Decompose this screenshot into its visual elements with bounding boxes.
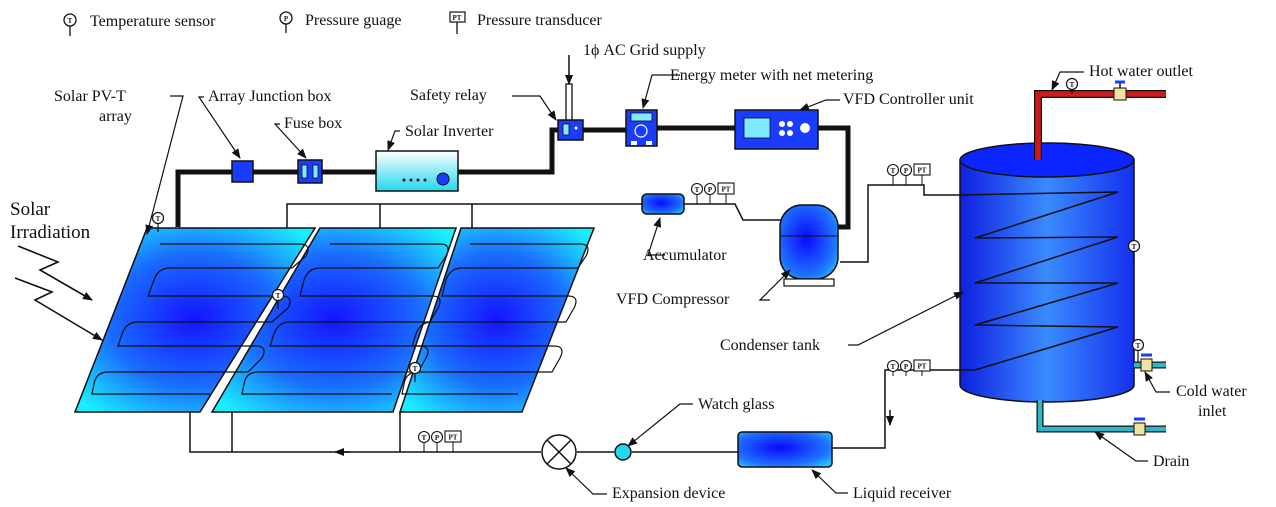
- cold-water-pipe: [1134, 353, 1166, 372]
- svg-text:P: P: [904, 167, 909, 175]
- expansion-device: [541, 434, 577, 470]
- label-cold-water-line2: inlet: [1198, 403, 1227, 420]
- accumulator: [641, 193, 685, 215]
- panel-temperature-sensor-icon: T: [408, 361, 422, 382]
- label-solar-irradiation-line1: Solar: [10, 199, 51, 220]
- solar-pvt-array: T T T: [73, 211, 596, 413]
- svg-text:T: T: [276, 292, 281, 300]
- energy-meter: [625, 109, 658, 147]
- pressure-gauge-icon: P: [279, 11, 293, 33]
- svg-text:T: T: [1132, 243, 1137, 251]
- label-safety-relay: Safety relay: [410, 87, 487, 104]
- liquid-receiver: [737, 431, 833, 468]
- label-vfd-compressor: VFD Compressor: [616, 291, 730, 308]
- svg-text:T: T: [1136, 342, 1141, 350]
- label-expansion-device: Expansion device: [612, 485, 725, 502]
- label-solar-pvt-line1: Solar PV-T: [54, 88, 126, 105]
- label-cold-water-line1: Cold water: [1176, 383, 1247, 400]
- solar-inverter: [375, 150, 459, 192]
- svg-text:T: T: [422, 434, 427, 442]
- electrical-wiring: [175, 125, 851, 230]
- condenser-coil: [959, 191, 1119, 371]
- tank-temperature-sensor-icon: T: [1127, 239, 1141, 262]
- legend: T Temperature sensor P Pressure guage PT…: [63, 11, 603, 36]
- label-hot-water-outlet: Hot water outlet: [1089, 63, 1194, 80]
- svg-text:T: T: [413, 365, 418, 373]
- svg-text:T: T: [891, 167, 896, 175]
- array-junction-box: [231, 160, 254, 183]
- legend-transducer-label: Pressure transducer: [477, 12, 603, 29]
- vfd-compressor: [779, 204, 839, 287]
- label-watch-glass: Watch glass: [698, 396, 774, 413]
- panel-temperature-sensor-icon: T: [151, 211, 165, 232]
- label-fuse-box: Fuse box: [284, 115, 342, 132]
- fuse-box: [297, 159, 323, 184]
- sensor-cluster-evaporator-inlet: T P PT: [417, 430, 462, 452]
- legend-temperature-symbol: T: [68, 17, 73, 25]
- legend-temperature-label: Temperature sensor: [90, 13, 216, 30]
- label-vfd-controller: VFD Controller unit: [843, 91, 974, 108]
- cold-water-temperature-sensor-icon: T: [1131, 338, 1145, 362]
- hot-water-temperature-sensor-icon: T: [1065, 77, 1079, 94]
- label-drain: Drain: [1153, 453, 1189, 470]
- svg-text:PT: PT: [918, 363, 927, 371]
- label-ac-grid-supply: 1ϕ AC Grid supply: [583, 42, 706, 59]
- solar-irradiation-arrows: [14, 245, 103, 341]
- svg-text:T: T: [695, 186, 700, 194]
- svg-text:PT: PT: [918, 167, 927, 175]
- hot-water-pipe: [1034, 80, 1166, 160]
- grid-supply-line: [565, 55, 573, 125]
- temperature-sensor-icon: T: [63, 13, 77, 36]
- svg-text:P: P: [904, 363, 909, 371]
- label-condenser-tank: Condenser tank: [720, 337, 820, 354]
- svg-text:PT: PT: [722, 186, 731, 194]
- safety-relay: [557, 119, 584, 141]
- watch-glass: [614, 443, 632, 461]
- svg-text:P: P: [708, 186, 713, 194]
- svg-text:T: T: [891, 363, 896, 371]
- legend-transducer-symbol: PT: [453, 14, 462, 22]
- leader-lines: [145, 71, 1170, 495]
- label-accumulator: Accumulator: [643, 247, 727, 264]
- label-energy-meter: Energy meter with net metering: [670, 67, 873, 84]
- sensor-cluster-discharge: T P PT: [886, 163, 931, 185]
- pressure-transducer-icon: PT: [449, 11, 466, 34]
- legend-pressure-label: Pressure guage: [305, 12, 401, 29]
- label-liquid-receiver: Liquid receiver: [853, 485, 952, 502]
- label-solar-pvt-line2: array: [99, 108, 132, 125]
- vfd-controller-unit: [734, 109, 819, 150]
- label-solar-irradiation-line2: Irradiation: [10, 222, 91, 243]
- svg-text:PT: PT: [449, 434, 458, 442]
- svg-text:T: T: [156, 215, 161, 223]
- legend-pressure-symbol: P: [284, 15, 289, 23]
- condenser-tank: [959, 142, 1135, 403]
- label-array-junction-box: Array Junction box: [208, 88, 332, 105]
- pvt-panel-1: [73, 227, 317, 413]
- pvt-panel-2: [210, 227, 458, 413]
- flow-arrows: [334, 410, 894, 456]
- panel-temperature-sensor-icon: T: [271, 288, 285, 309]
- svg-text:T: T: [1070, 81, 1075, 89]
- label-solar-inverter: Solar Inverter: [405, 123, 494, 140]
- svg-text:P: P: [435, 434, 440, 442]
- drain-pipe: [1036, 400, 1166, 436]
- sensor-cluster-liquid-line: T P PT: [886, 359, 931, 376]
- sensor-cluster-accumulator-outlet: T P PT: [690, 182, 735, 204]
